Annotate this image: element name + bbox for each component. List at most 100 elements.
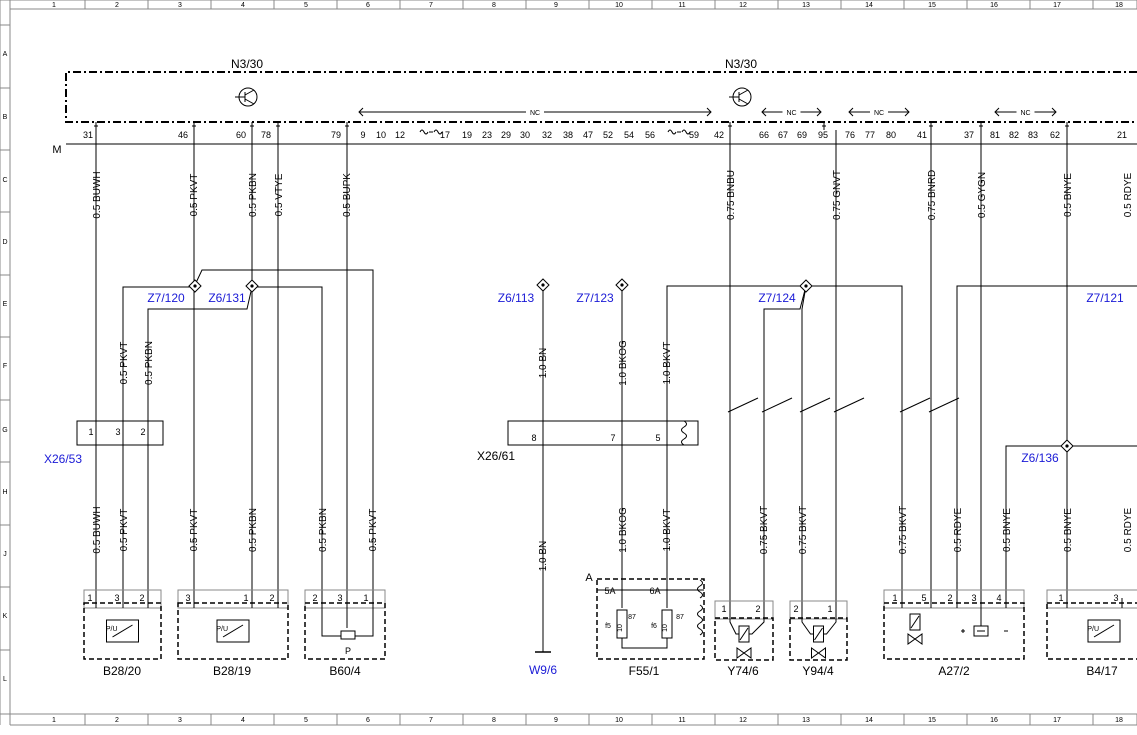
component-pin-number: 2 (793, 604, 798, 614)
row-letter: H (2, 489, 7, 496)
pin-number: 21 (1117, 130, 1127, 140)
wire-label: 0.5 PKVT (189, 174, 200, 217)
sensor-icon (1093, 624, 1115, 638)
component-pin-number: 1 (243, 593, 248, 603)
plug-pin-number: 2 (140, 427, 145, 437)
valve-box (714, 617, 774, 661)
row-letter: L (3, 676, 7, 683)
pin-number: 52 (603, 130, 613, 140)
break-icon (681, 420, 687, 446)
row-letter: E (3, 301, 8, 308)
sensor-glyph: P/U (216, 626, 228, 633)
pin-number: 82 (1009, 130, 1019, 140)
connector-shell (883, 589, 1025, 609)
pin-number: 31 (83, 130, 93, 140)
component-pin-number: 3 (1113, 593, 1118, 603)
wire-label: 1.0 BKVT (662, 342, 673, 385)
valve-wire (729, 612, 739, 635)
pin-number: 67 (778, 130, 788, 140)
plug-pin-number: 3 (115, 427, 120, 437)
fuse-box-marker: A (585, 572, 593, 584)
splice-icon (1065, 444, 1069, 448)
wire-label: 0.5 BNYE (1002, 508, 1013, 552)
pin-number: 80 (886, 130, 896, 140)
valve-icon (909, 613, 921, 631)
wire-label: 0.5 BUWH (92, 171, 103, 218)
splice-icon (620, 283, 624, 287)
ground-marker: M (52, 144, 61, 156)
column-number: 2 (115, 717, 119, 724)
pin-number: 19 (462, 130, 472, 140)
pin-number: 69 (797, 130, 807, 140)
component-pin-number: 3 (114, 593, 119, 603)
component-pin-number: 1 (892, 593, 897, 603)
column-number: 4 (241, 717, 245, 724)
potentiometer-icon (340, 630, 356, 640)
crossing-mark (761, 397, 793, 413)
column-number: 13 (802, 717, 810, 724)
column-number: 15 (928, 717, 936, 724)
pin-number: 32 (542, 130, 552, 140)
wire-label: 0.5 BUPK (342, 173, 353, 217)
column-number: 12 (739, 2, 747, 9)
column-number: 16 (990, 717, 998, 724)
wire-label: 0.75 GNVT (832, 170, 843, 220)
potentiometer-icon (321, 608, 341, 637)
wire-label: 0.75 BKVT (759, 506, 770, 554)
column-number: 3 (178, 717, 182, 724)
plug-pin-number: 8 (531, 433, 536, 443)
wire-label: 0.5 BNYE (1063, 173, 1074, 217)
pin-number: 79 (331, 130, 341, 140)
module-a272 (883, 602, 1025, 660)
row-letter: K (3, 613, 8, 620)
pin-number: 76 (845, 130, 855, 140)
component-pin-number: 2 (269, 593, 274, 603)
component-pin-number: 1 (827, 604, 832, 614)
pin-number: 29 (501, 130, 511, 140)
pin-number: 42 (714, 130, 724, 140)
module-box (65, 71, 1137, 123)
pin-number: 37 (964, 130, 974, 140)
transistor-icon (738, 98, 749, 105)
wire-bnye-z6136 (1005, 445, 1137, 598)
component-label: F55/1 (629, 664, 660, 678)
wire-label: 0.5 PKVT (368, 509, 379, 552)
fuse-wire (621, 638, 668, 649)
column-number: 15 (928, 2, 936, 9)
plug-pin-number: 7 (610, 433, 615, 443)
crossing-mark (799, 397, 831, 413)
component-pin-number: 1 (363, 593, 368, 603)
component-label: Y74/6 (727, 664, 759, 678)
component-label: B4/17 (1086, 664, 1118, 678)
column-number: 14 (865, 2, 873, 9)
component-pin-number: 1 (1058, 593, 1063, 603)
wire-bkvt-z7124 (666, 285, 806, 598)
connector-label: Z7/120 (147, 291, 185, 305)
wire-label: 0.5 PKBN (248, 173, 259, 217)
column-number: 8 (492, 2, 496, 9)
connector-label: Z7/124 (758, 291, 796, 305)
row-letter: D (2, 239, 7, 246)
plug-pin-number: 1 (88, 427, 93, 437)
wire-z6131 (147, 286, 253, 598)
plug-label: X26/61 (477, 449, 515, 463)
wire-bkvt-y74 (763, 285, 807, 606)
wire-label: 0.5 RDYE (1123, 507, 1134, 552)
column-number: 6 (366, 2, 370, 9)
nc-label: NC (530, 110, 540, 117)
column-number: 2 (115, 2, 119, 9)
sensor-glyph: P/U (106, 626, 118, 633)
wire-pkbn-b60 (252, 286, 323, 598)
row-letter: A (3, 51, 8, 58)
valve-icon (739, 627, 749, 641)
connector-label: Z6/136 (1021, 451, 1059, 465)
fuse-label: f6 (651, 623, 657, 630)
valve-icon (814, 627, 823, 641)
column-number: 17 (1053, 2, 1061, 9)
wire-label: 0.5 PKVT (119, 342, 130, 385)
column-number: 5 (304, 717, 308, 724)
connector-shell (1046, 589, 1137, 609)
valve-wire (749, 612, 765, 635)
component-pin-number: 3 (971, 593, 976, 603)
splice-icon (250, 284, 254, 288)
